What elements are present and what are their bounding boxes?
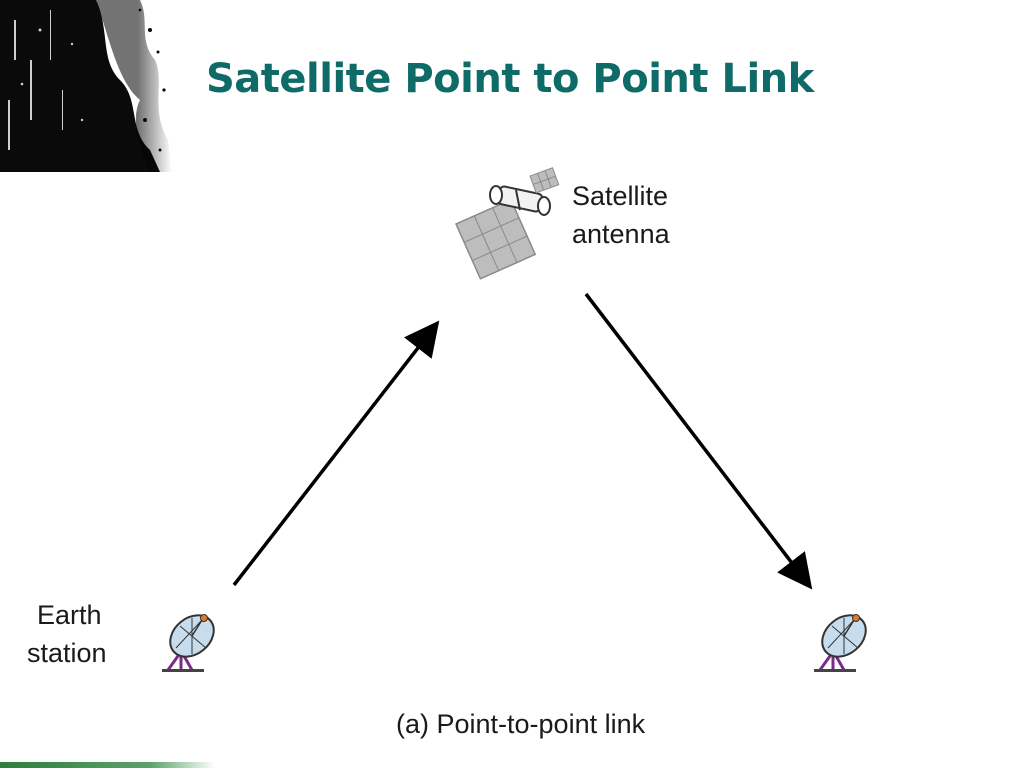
satellite-label-line2: antenna [572, 219, 670, 249]
earth-label-line2: station [27, 638, 107, 668]
satellite-antenna-label: Satellite antenna [572, 177, 670, 253]
diagram-caption: (a) Point-to-point link [396, 709, 646, 739]
satellite-icon [455, 167, 560, 280]
earth-station-dish-icon [162, 614, 215, 672]
receiving-station-dish-icon [814, 614, 867, 672]
satellite-label-line1: Satellite [572, 181, 669, 211]
earth-station-label: Earth station [27, 596, 107, 672]
uplink-arrow [232, 320, 440, 587]
slide-title: Satellite Point to Point Link [206, 56, 814, 102]
earth-label-line1: Earth [37, 600, 102, 630]
downlink-arrow [584, 292, 813, 590]
corner-forest-art [0, 0, 172, 172]
bottom-green-strip [0, 762, 215, 768]
